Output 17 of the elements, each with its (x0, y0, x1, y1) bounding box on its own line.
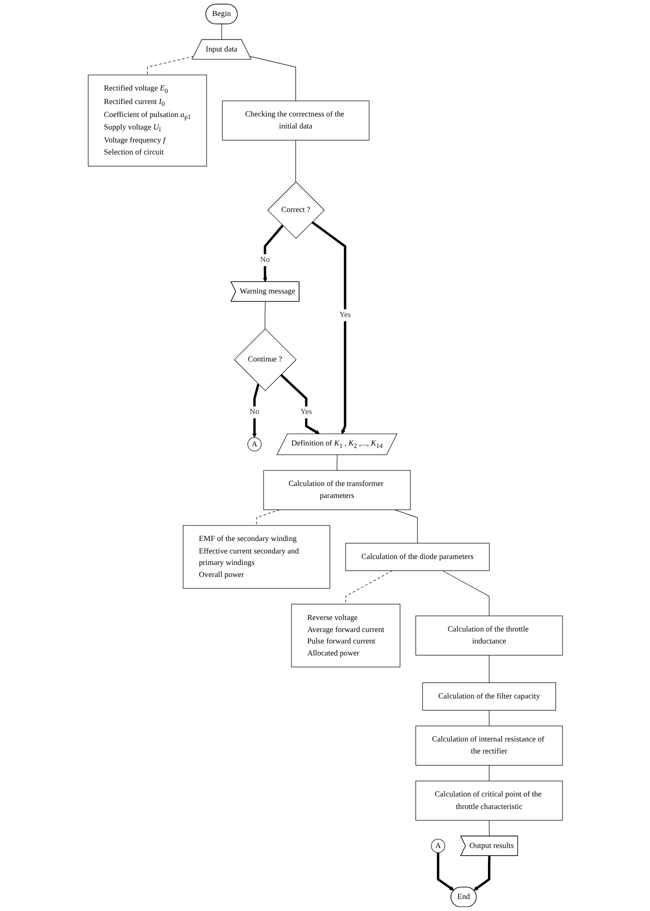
connector (345, 570, 392, 604)
connector (256, 510, 280, 526)
connector (488, 710, 490, 726)
connector (146, 56, 194, 76)
connector (488, 820, 490, 837)
connector (295, 140, 296, 182)
arrow (436, 852, 454, 891)
connector (336, 454, 338, 471)
arrow (262, 224, 284, 282)
connector (488, 765, 490, 782)
arrow (311, 221, 346, 434)
connector (488, 654, 490, 683)
arrow (473, 856, 490, 891)
connector (442, 570, 490, 616)
arrow (280, 374, 320, 434)
connector (264, 301, 266, 330)
connector (220, 24, 222, 40)
